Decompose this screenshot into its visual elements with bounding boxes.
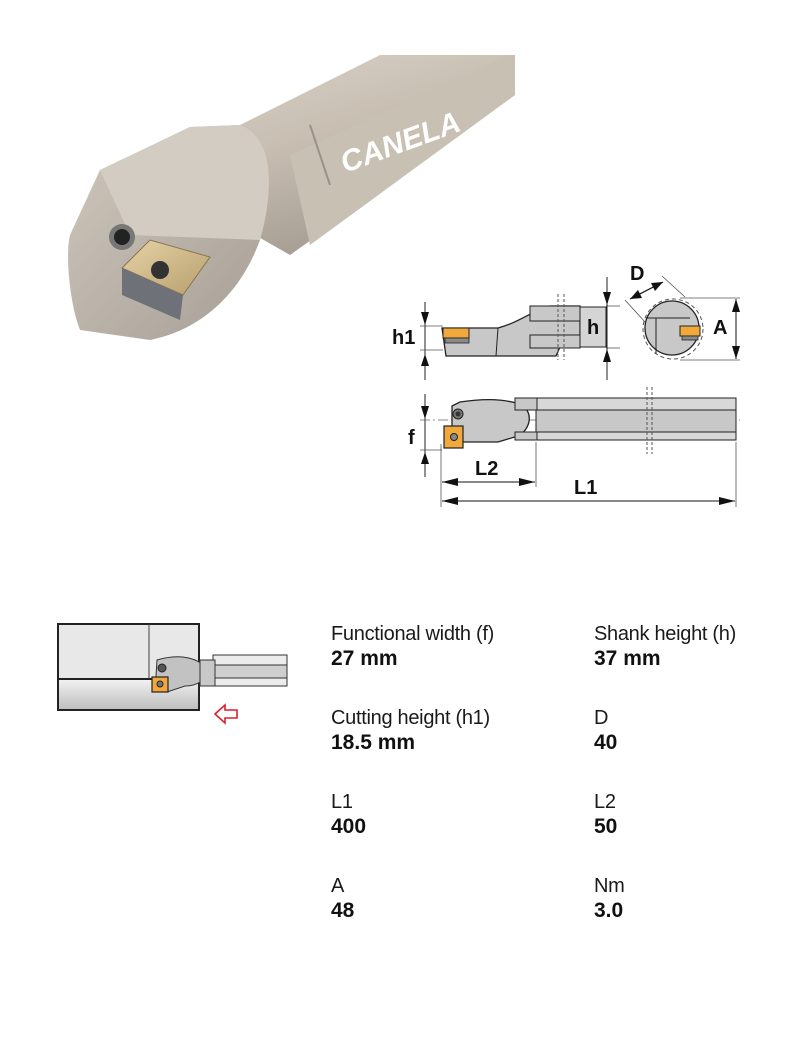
label-f: f xyxy=(408,427,415,449)
label-D: D xyxy=(630,263,644,285)
spec-value: 37 mm xyxy=(594,647,661,670)
spec-value: 18.5 mm xyxy=(331,731,416,754)
spec-value: 48 xyxy=(331,899,355,922)
label-h1: h1 xyxy=(392,327,415,349)
spec-nm: Nm 3.0 xyxy=(594,874,800,924)
spec-cutting-height: Cutting height (h1) 18.5 mm xyxy=(331,706,571,756)
spec-label: Shank height (h) xyxy=(594,623,736,645)
spec-l2: L2 50 xyxy=(594,790,800,840)
spec-l1: L1 400 xyxy=(331,790,571,840)
spec-label: L1 xyxy=(331,791,353,813)
technical-diagram-top: h1 h D A xyxy=(380,262,760,380)
label-L1: L1 xyxy=(574,477,597,499)
spec-value: 40 xyxy=(594,731,618,754)
label-h: h xyxy=(587,317,599,339)
technical-diagram-bottom: f L2 L1 xyxy=(400,382,760,510)
spec-value: 27 mm xyxy=(331,647,398,670)
spec-label: L2 xyxy=(594,791,616,813)
spec-label: Functional width (f) xyxy=(331,623,494,645)
spec-value: 3.0 xyxy=(594,899,624,922)
spec-shank-height: Shank height (h) 37 mm xyxy=(594,622,800,672)
spec-label: A xyxy=(331,875,345,897)
spec-functional-width: Functional width (f) 27 mm xyxy=(331,622,571,672)
label-L2: L2 xyxy=(475,458,498,480)
spec-value: 50 xyxy=(594,815,618,838)
spec-label: Cutting height (h1) xyxy=(331,707,490,729)
feed-direction-arrow-icon xyxy=(213,702,241,726)
spec-a: A 48 xyxy=(331,874,571,924)
product-photo: CANELA xyxy=(60,55,515,350)
spec-value: 400 xyxy=(331,815,367,838)
spec-label: Nm xyxy=(594,875,625,897)
spec-label: D xyxy=(594,707,609,729)
spec-d: D 40 xyxy=(594,706,800,756)
label-A: A xyxy=(713,317,727,339)
internal-turning-icon xyxy=(55,620,295,730)
